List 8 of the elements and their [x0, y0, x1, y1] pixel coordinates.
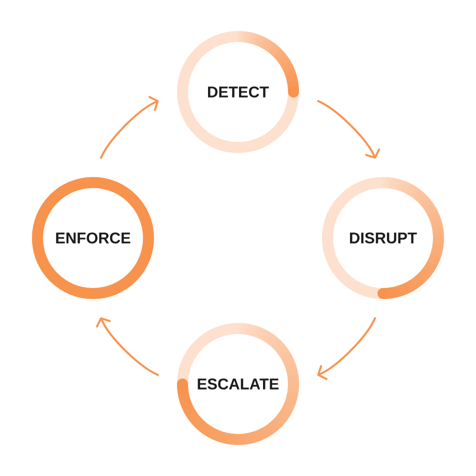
- progress-ring: DISRUPT: [322, 177, 444, 299]
- progress-ring: ESCALATE: [177, 323, 299, 445]
- arrow: [316, 100, 380, 159]
- arrow: [96, 317, 160, 376]
- arrow: [100, 96, 159, 160]
- progress-ring: ENFORCE: [32, 177, 154, 299]
- progress-ring: DETECT: [177, 31, 299, 153]
- arrow: [317, 316, 376, 380]
